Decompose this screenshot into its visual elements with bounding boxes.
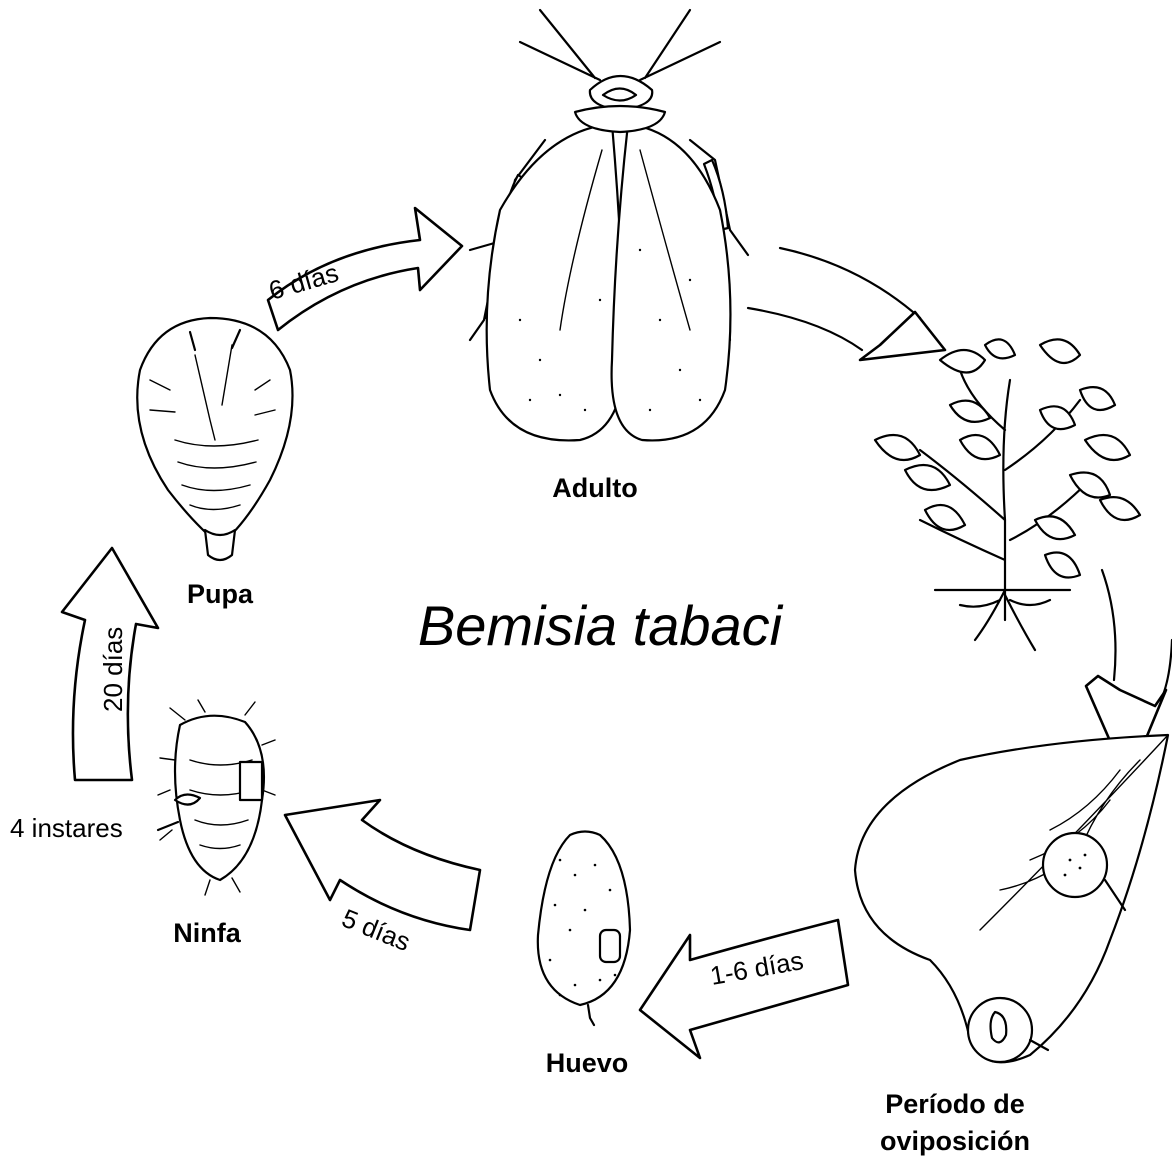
duration-nymph-to-pupa: 20 días [98, 627, 128, 712]
pupa-icon [137, 318, 292, 560]
stage-label-pupa: Pupa [187, 579, 254, 609]
leaf-with-eggs-icon [855, 735, 1168, 1062]
host-plant-icon [875, 339, 1140, 650]
nymph-icon [158, 700, 275, 895]
stage-label-egg: Huevo [546, 1048, 629, 1078]
species-title: Bemisia tabaci [418, 594, 784, 657]
stage-label-oviposition-line1: Período de [885, 1089, 1025, 1119]
arrow-adult-to-plant [748, 248, 945, 360]
stage-label-oviposition-line2: oviposición [880, 1126, 1030, 1156]
instars-pointer [158, 822, 178, 830]
egg-icon [538, 832, 630, 1026]
stage-label-nymph: Ninfa [173, 918, 241, 948]
whitefly-adult-icon [470, 10, 748, 440]
stage-label-adult: Adulto [552, 473, 637, 503]
duration-nymph-instars: 4 instares [10, 813, 123, 843]
arrow-egg-to-nymph [285, 800, 480, 930]
arrow-oviposition-to-egg [640, 920, 848, 1058]
